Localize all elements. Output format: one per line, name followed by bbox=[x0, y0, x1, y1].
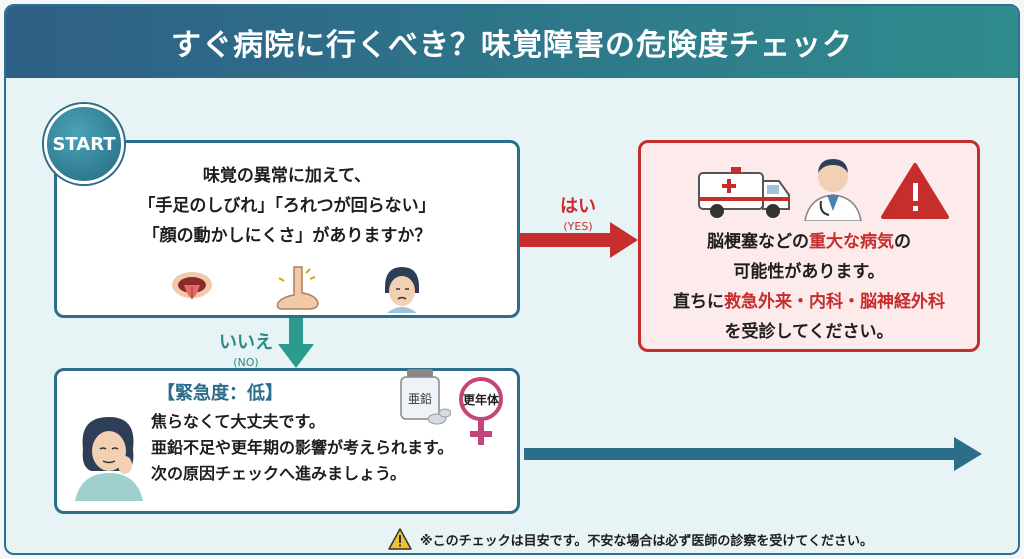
question-panel: 味覚の異常に加えて、 「手足のしびれ」「ろれつが回らない」 「顔の動かしにくさ」… bbox=[54, 140, 520, 318]
doctor-icon bbox=[804, 159, 862, 221]
urgent-line-1: 脳梗塞などの重大な病気の bbox=[641, 227, 977, 257]
yes-text: はい bbox=[560, 196, 596, 217]
low-urgency-panel: 【緊急度：低】 焦らなくて大丈夫です。 亜鉛不足や更年期の影響が考えられます。 … bbox=[54, 368, 520, 514]
departments-text: 救急外来・内科・脳神経外科 bbox=[724, 292, 945, 312]
urgent-line-4: を受診してください。 bbox=[724, 322, 894, 342]
no-arrow bbox=[278, 318, 314, 368]
low-urgency-message: 焦らなくて大丈夫です。 亜鉛不足や更年期の影響が考えられます。 次の原因チェック… bbox=[151, 409, 453, 487]
urgent-icons bbox=[698, 159, 949, 221]
header-banner: すぐ病院に行くべき？味覚障害の危険度チェック bbox=[6, 6, 1018, 78]
start-badge: START bbox=[44, 104, 124, 184]
relieved-woman-icon bbox=[75, 417, 143, 501]
yes-sub-text: (YES) bbox=[563, 220, 593, 233]
numb-foot-icon bbox=[276, 266, 319, 310]
urgent-line-1c: の bbox=[894, 232, 911, 252]
urgent-message: 脳梗塞などの重大な病気の 可能性があります。 直ちに救急外来・内科・脳神経外科 … bbox=[641, 227, 977, 347]
disclaimer-footer: ※このチェックは目安です。不安な場合は必ず医師の診察を受けてください。 bbox=[388, 524, 1018, 553]
serious-illness-text: 重大な病気 bbox=[809, 232, 894, 252]
urgent-line-3: 直ちに救急外来・内科・脳神経外科 bbox=[641, 287, 977, 317]
zinc-label: 亜鉛 bbox=[408, 392, 432, 406]
yes-arrow bbox=[520, 222, 638, 258]
yes-label: はい (YES) bbox=[548, 192, 608, 233]
urgency-low-title: 【緊急度：低】 bbox=[157, 383, 283, 404]
no-text: いいえ bbox=[219, 332, 273, 353]
caution-icon bbox=[388, 528, 412, 550]
question-text: 味覚の異常に加えて、 「手足のしびれ」「ろれつが回らない」 「顔の動かしにくさ」… bbox=[57, 161, 517, 251]
urgent-line-2: 可能性があります。 bbox=[733, 262, 885, 282]
warning-icon bbox=[881, 163, 949, 219]
low-line-3: 次の原因チェックへ進みましょう。 bbox=[151, 464, 407, 483]
infographic-frame: すぐ病院に行くべき？味覚障害の危険度チェック 味覚の異常に加えて、 「手足のしび… bbox=[4, 4, 1020, 555]
no-label: いいえ (NO) bbox=[206, 328, 286, 369]
question-line-3: 「顔の動かしにくさ」がありますか？ bbox=[142, 226, 432, 246]
ambulance-icon bbox=[698, 167, 790, 218]
page-title: すぐ病院に行くべき？味覚障害の危険度チェック bbox=[171, 28, 853, 63]
question-line-1: 味覚の異常に加えて、 bbox=[202, 166, 372, 186]
no-sub-text: (NO) bbox=[233, 356, 259, 369]
disclaimer-text: ※このチェックは目安です。不安な場合は必ず医師の診察を受けてください。 bbox=[420, 533, 873, 549]
zinc-supplement-icon: 亜鉛 bbox=[400, 369, 451, 425]
menopause-label: 更年体 bbox=[463, 392, 500, 407]
tongue-icon bbox=[172, 272, 212, 299]
unwell-face-icon bbox=[385, 267, 419, 313]
menopause-venus-icon: 更年体 bbox=[459, 377, 503, 445]
symptom-icons bbox=[167, 263, 427, 313]
urgent-line-1a: 脳梗塞などの bbox=[707, 232, 809, 252]
urgent-line-3a: 直ちに bbox=[673, 292, 724, 312]
urgent-panel: 脳梗塞などの重大な病気の 可能性があります。 直ちに救急外来・内科・脳神経外科 … bbox=[638, 140, 980, 352]
next-check-arrow bbox=[524, 437, 982, 471]
low-line-1: 焦らなくて大丈夫です。 bbox=[151, 412, 325, 431]
question-line-2: 「手足のしびれ」「ろれつが回らない」 bbox=[138, 196, 436, 216]
low-line-2: 亜鉛不足や更年期の影響が考えられます。 bbox=[151, 438, 454, 457]
